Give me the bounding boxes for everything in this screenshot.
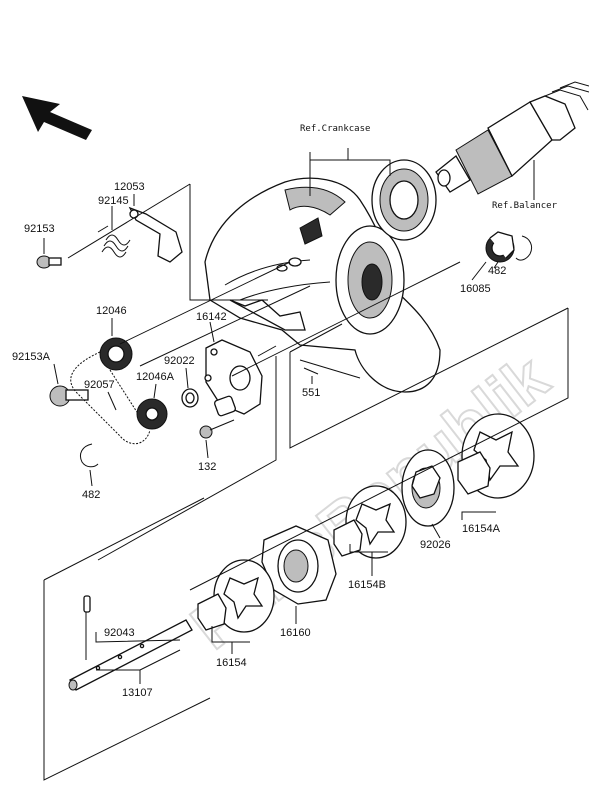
label-92153: 92153 (24, 223, 55, 235)
thrust-washer (181, 388, 199, 408)
label-16142: 16142 (196, 311, 227, 323)
label-16160: 16160 (280, 627, 311, 639)
inner-rotor-b (333, 519, 363, 557)
crankcase-bearing (371, 159, 437, 241)
flange-bolt (49, 385, 89, 407)
pump-cover-bolt (199, 419, 235, 439)
label-16154A: 16154A (462, 523, 501, 535)
inner-rotor-a (457, 451, 491, 495)
label-551: 551 (302, 387, 320, 399)
label-132: 132 (198, 461, 216, 473)
circlip-right (515, 235, 533, 261)
label-482-left: 482 (82, 489, 100, 501)
balancer-drive-gear (485, 231, 515, 263)
label-16154: 16154 (216, 657, 247, 669)
label-92153A: 92153A (12, 351, 51, 363)
label-92057: 92057 (84, 379, 115, 391)
label-16154B: 16154B (348, 579, 386, 591)
pump-shaft (68, 619, 193, 691)
pump-collar (214, 395, 236, 417)
front-direction-arrow-icon (22, 96, 92, 140)
label-92026: 92026 (420, 539, 451, 551)
small-bolt (36, 255, 62, 269)
label-92145: 92145 (98, 195, 129, 207)
label-92043: 92043 (104, 627, 135, 639)
circlip-left (79, 443, 99, 468)
label-16085: 16085 (460, 283, 491, 295)
pump-body-plate (401, 449, 455, 527)
crankcase-body (204, 177, 441, 393)
leader-lines (43, 148, 535, 684)
ref-balancer-label: Ref.Balancer (492, 201, 558, 211)
ref-crankcase-label: Ref.Crankcase (300, 124, 370, 134)
pump-cover (204, 339, 263, 415)
label-13107: 13107 (122, 687, 153, 699)
inner-rotor-c (197, 593, 227, 631)
drive-sprocket (99, 337, 133, 371)
label-12046: 12046 (96, 305, 127, 317)
label-482-right: 482 (488, 265, 506, 277)
dowel-pin (303, 367, 319, 375)
shaft-pin (83, 595, 91, 613)
label-12046A: 12046A (136, 371, 175, 383)
oil-pump-chain (70, 351, 151, 445)
label-12053: 12053 (114, 181, 145, 193)
driven-sprocket (136, 398, 168, 430)
tension-spring (97, 225, 131, 258)
assembly-boundary-lines (43, 183, 569, 781)
balancer-shaft (435, 81, 589, 195)
label-92022: 92022 (164, 355, 195, 367)
